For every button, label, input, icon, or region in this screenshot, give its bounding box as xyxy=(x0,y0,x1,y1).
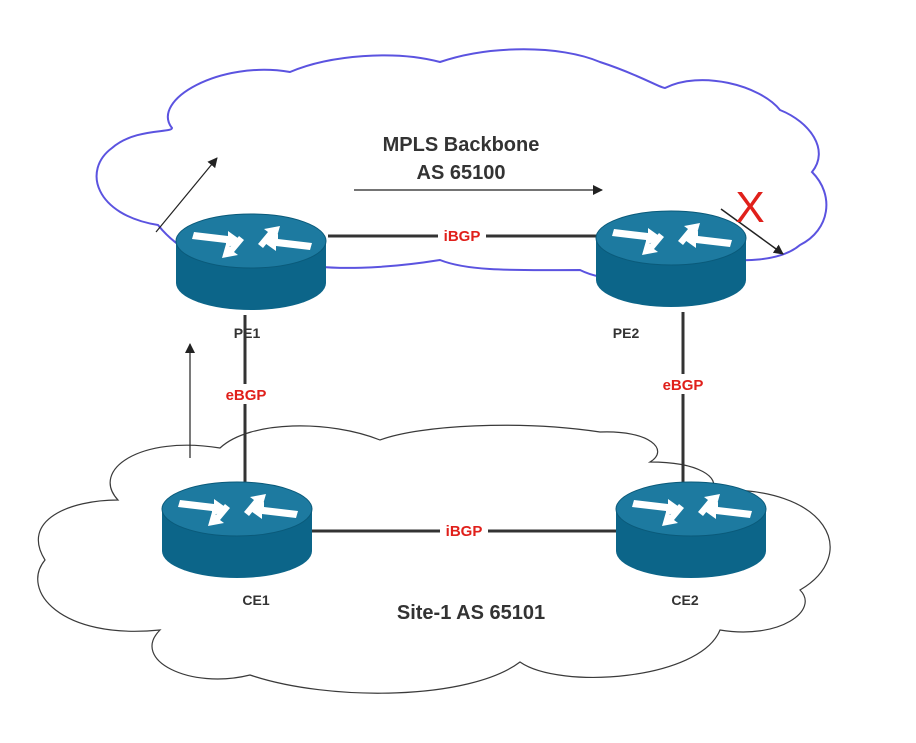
router-label-pe1: PE1 xyxy=(234,325,261,341)
router-pe1[interactable] xyxy=(175,213,327,311)
failure-x-mark: X xyxy=(735,183,764,232)
router-icon xyxy=(175,213,327,311)
router-label-pe2: PE2 xyxy=(613,325,640,341)
arrow-pe1-into-backbone xyxy=(155,157,218,233)
link-label-pe1-pe2: iBGP xyxy=(444,228,481,245)
link-label-pe2-ce2: eBGP xyxy=(663,377,704,394)
mpls-cloud-as: AS 65100 xyxy=(417,162,506,184)
router-ce2[interactable] xyxy=(615,481,767,579)
router-icon xyxy=(595,210,747,308)
link-label-ce1-ce2: iBGP xyxy=(446,523,483,540)
router-ce1[interactable] xyxy=(161,481,313,579)
router-label-ce2: CE2 xyxy=(671,592,698,608)
site-cloud-label: Site-1 AS 65101 xyxy=(397,602,545,624)
mpls-cloud-title: MPLS Backbone xyxy=(383,134,540,156)
mpls-cloud xyxy=(95,48,828,280)
router-icon xyxy=(615,481,767,579)
router-label-ce1: CE1 xyxy=(242,592,269,608)
arrow-pe2-outbound xyxy=(720,208,784,255)
router-icon xyxy=(161,481,313,579)
router-pe2[interactable] xyxy=(595,210,747,308)
link-label-pe1-ce1: eBGP xyxy=(226,387,267,404)
site-cloud xyxy=(37,424,831,694)
